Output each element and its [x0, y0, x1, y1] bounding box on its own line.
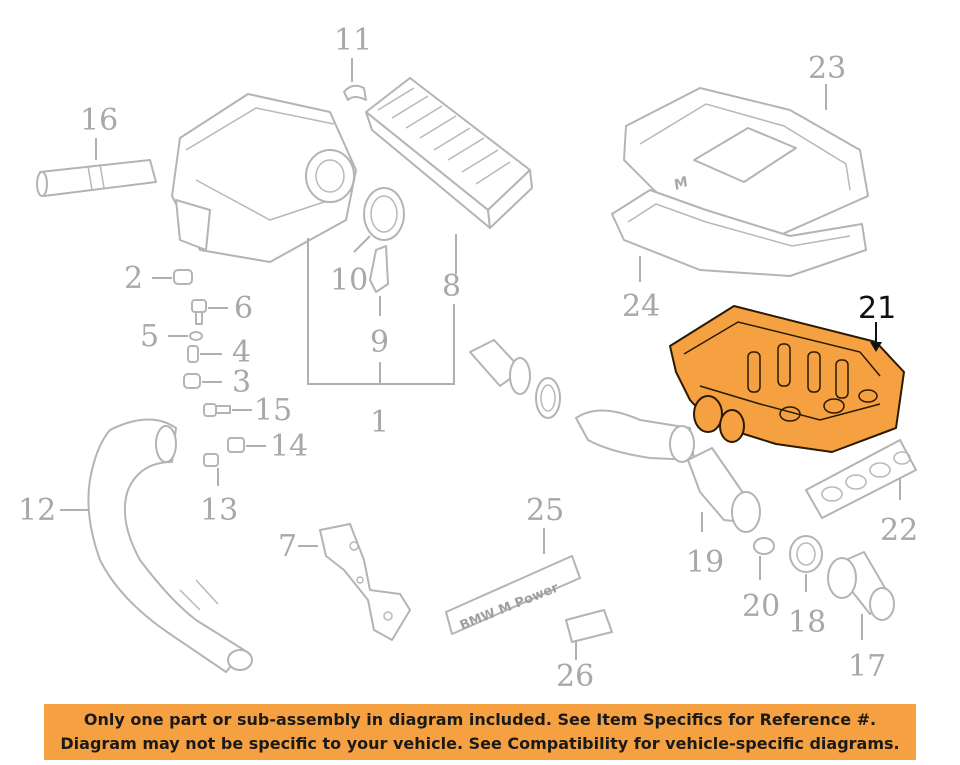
part-2-cap[interactable] — [173, 269, 193, 285]
part-5-washer[interactable] — [189, 331, 203, 341]
callout-23: 23 — [808, 51, 846, 86]
callout-24: 24 — [622, 289, 660, 324]
callout-5: 5 — [140, 319, 159, 354]
part-air-mass-meter[interactable] — [469, 339, 561, 419]
cover-logo: M — [672, 174, 691, 194]
part-air-box-housing[interactable] — [171, 93, 357, 263]
notice-banner: Only one part or sub-assembly in diagram… — [44, 704, 916, 760]
part-22-intake-gasket[interactable] — [805, 439, 917, 519]
callout-20: 20 — [742, 589, 780, 624]
part-8-air-filter[interactable] — [365, 77, 533, 229]
callout-22: 22 — [880, 513, 918, 548]
callout-9: 9 — [370, 325, 389, 360]
callout-15: 15 — [254, 393, 292, 428]
part-3-grommet[interactable] — [183, 373, 201, 389]
part-26-badge[interactable] — [565, 609, 613, 643]
part-21-intake-manifold[interactable] — [669, 305, 905, 453]
callout-7: 7 — [278, 529, 297, 564]
part-10-seal[interactable] — [363, 187, 405, 241]
part-24-cover-gasket[interactable] — [611, 189, 867, 277]
callout-19: 19 — [686, 545, 724, 580]
callout-25: 25 — [526, 493, 564, 528]
parts-diagram: 16 11 8 10 9 1 2 — [18, 23, 918, 694]
part-11-clip[interactable] — [343, 84, 367, 101]
part-6-bolt[interactable] — [191, 299, 207, 325]
callout-26: 26 — [556, 659, 594, 694]
leader-21-arrowhead — [870, 342, 882, 352]
part-9-bracket[interactable] — [369, 245, 389, 293]
part-15-bolt[interactable] — [203, 403, 231, 417]
notice-line-2: Diagram may not be specific to your vehi… — [60, 734, 900, 753]
part-18-hose-clamp[interactable] — [789, 535, 823, 573]
callout-16: 16 — [80, 103, 118, 138]
callout-14: 14 — [270, 429, 308, 464]
part-14-nut[interactable] — [227, 437, 245, 453]
callout-13: 13 — [200, 493, 238, 528]
callout-1-bracket — [307, 238, 455, 385]
part-4-sleeve[interactable] — [187, 345, 199, 363]
callout-1: 1 — [370, 405, 389, 440]
callout-18: 18 — [788, 605, 826, 640]
part-12-intake-duct[interactable] — [87, 418, 253, 673]
callout-12: 12 — [18, 493, 56, 528]
part-13-screw[interactable] — [203, 453, 219, 467]
callout-17: 17 — [848, 649, 886, 684]
part-intake-elbow[interactable] — [575, 409, 695, 463]
part-7-bracket[interactable] — [319, 523, 411, 641]
callout-11: 11 — [334, 23, 372, 58]
callout-4: 4 — [232, 335, 251, 370]
callout-10: 10 — [330, 263, 368, 298]
part-19-throttle-elbow[interactable] — [687, 447, 761, 533]
callout-6: 6 — [234, 291, 253, 326]
notice-line-1: Only one part or sub-assembly in diagram… — [83, 710, 877, 729]
callout-3: 3 — [232, 365, 251, 400]
callout-8: 8 — [442, 269, 461, 304]
part-17-air-mass-sensor[interactable] — [827, 551, 895, 621]
part-25-emblem[interactable]: BMW M Power — [445, 555, 581, 635]
leader-10 — [353, 235, 371, 253]
callout-21: 21 — [858, 291, 896, 326]
part-20-clamp[interactable] — [753, 537, 775, 555]
part-16-intake-tube[interactable] — [36, 159, 157, 197]
callout-2: 2 — [124, 261, 143, 296]
